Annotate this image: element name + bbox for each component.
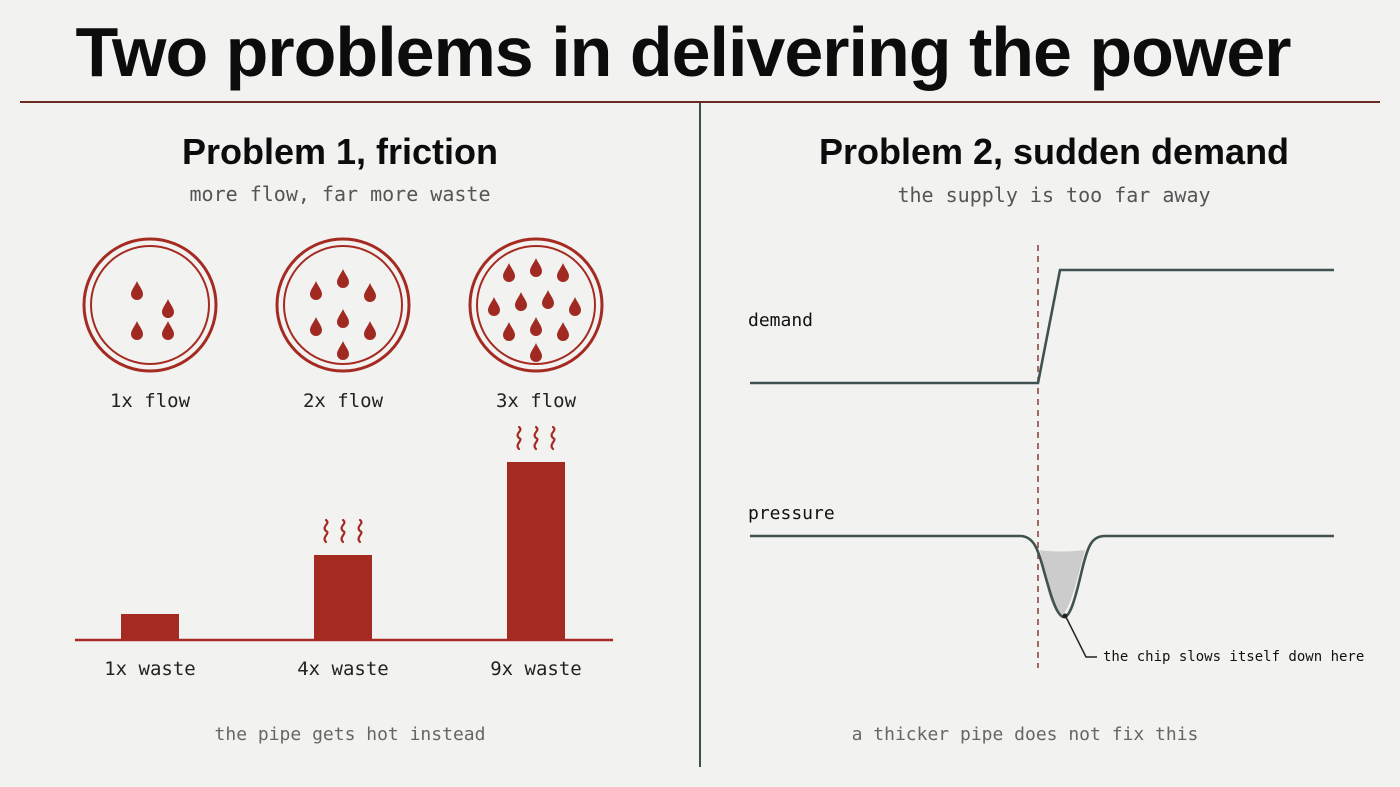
bar-label-2: 4x waste (297, 658, 389, 680)
droplet-1-3 (131, 321, 143, 340)
demand-trace (750, 268, 1334, 385)
pipe-label-2: 2x flow (302, 390, 384, 412)
pipe-outer-ring-1 (82, 237, 218, 373)
annotation-dot (1062, 613, 1068, 619)
slowdown-annotation: the chip slows itself down here (1103, 649, 1365, 665)
droplet-2-2 (337, 269, 349, 288)
droplet-3-8 (503, 322, 515, 341)
heat-wave-3-3 (550, 425, 556, 451)
heat-wave-2-2 (340, 518, 346, 544)
droplet-1-4 (162, 321, 174, 340)
panel1-heading: Problem 1, friction (181, 131, 499, 172)
pipe-outer-ring-2 (275, 237, 411, 373)
droplet-1-1 (131, 281, 143, 300)
pressure-label: pressure (748, 503, 835, 524)
panel2-subtitle: the supply is too far away (897, 183, 1211, 207)
droplet-3-7 (569, 297, 581, 316)
heat-wave-2-3 (357, 518, 363, 544)
droplet-2-1 (310, 281, 322, 300)
droplet-3-9 (530, 317, 542, 336)
panel1-subtitle: more flow, far more waste (189, 182, 491, 206)
droplet-2-4 (310, 317, 322, 336)
droplet-2-6 (364, 321, 376, 340)
waste-bar-3 (507, 462, 565, 640)
pipe-inner-ring-3 (476, 245, 596, 365)
droplet-3-4 (488, 297, 500, 316)
waste-bar-2 (314, 555, 372, 640)
panel2-heading: Problem 2, sudden demand (818, 131, 1290, 172)
droplet-3-5 (515, 292, 527, 311)
pipe-inner-ring-1 (90, 245, 210, 365)
droplet-3-2 (530, 258, 542, 277)
droplet-2-3 (364, 283, 376, 302)
droplet-2-5 (337, 309, 349, 328)
pressure-trace (750, 534, 1334, 619)
bar-label-3: 9x waste (490, 658, 582, 680)
panel1-caption: the pipe gets hot instead (214, 724, 486, 745)
heat-wave-2-1 (323, 518, 329, 544)
droplet-3-10 (557, 322, 569, 341)
waste-bar-1 (121, 614, 179, 640)
pipe-inner-ring-2 (283, 245, 403, 365)
heat-wave-3-1 (516, 425, 522, 451)
droplet-3-6 (542, 290, 554, 309)
droplet-2-7 (337, 341, 349, 360)
title-rule (20, 101, 1380, 103)
page-title: Two problems in delivering the power (75, 13, 1291, 91)
droplet-3-3 (557, 263, 569, 282)
pipe-outer-ring-3 (468, 237, 604, 373)
pipe-label-3: 3x flow (495, 390, 577, 412)
demand-label: demand (748, 310, 814, 331)
droplet-3-1 (503, 263, 515, 282)
bar-label-1: 1x waste (104, 658, 196, 680)
droplet-3-11 (530, 343, 542, 362)
pipe-label-1: 1x flow (109, 390, 191, 412)
droplet-1-2 (162, 299, 174, 318)
annotation-leader (1065, 616, 1097, 658)
heat-wave-3-2 (533, 425, 539, 451)
panel2-caption: a thicker pipe does not fix this (851, 724, 1199, 745)
panel-divider (699, 103, 701, 767)
